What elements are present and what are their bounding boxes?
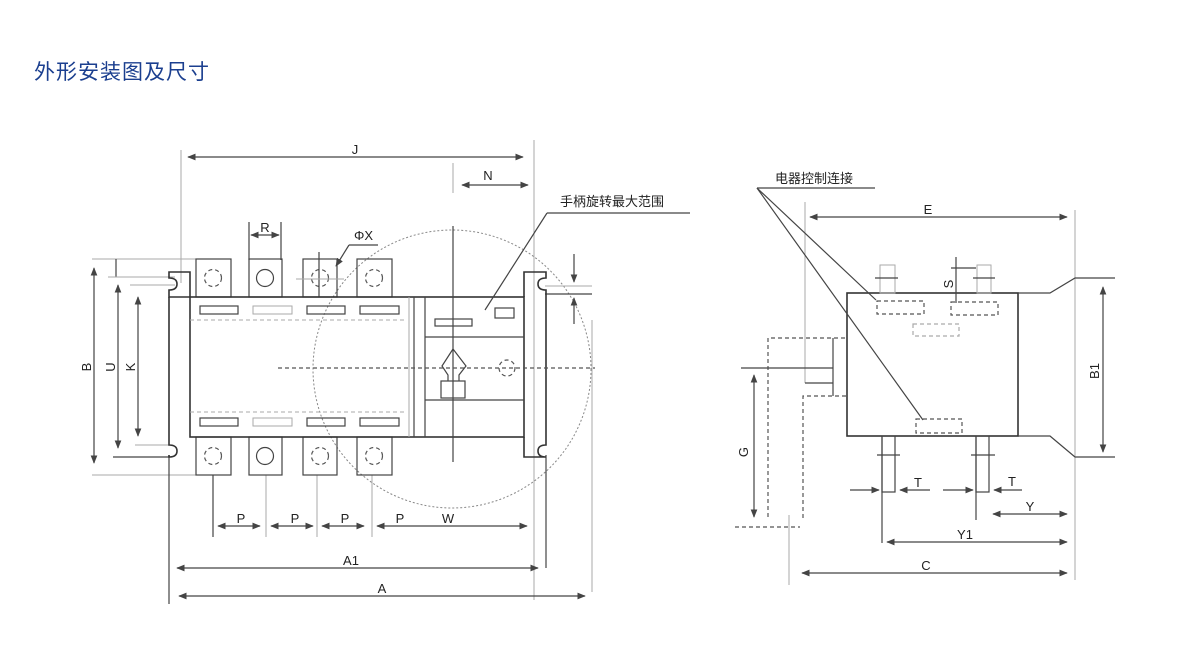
dim-label-p: P [237,511,246,526]
switch-body-part [199,305,239,315]
side-body-part [1018,435,1115,458]
page-title: 外形安装图及尺寸 [34,60,210,84]
dim-label-phi-x: ΦX [354,228,373,243]
dim-label-g: G [736,447,751,457]
top-terminals-part [356,258,393,298]
dim-label-y1: Y1 [957,527,973,542]
dim-label-j: J [352,142,359,157]
dim-label-r: R [260,220,269,235]
side-studs-part [881,435,896,493]
side-body-part [950,301,999,316]
bottom-terminals-part [310,446,330,466]
dim-label-p: P [291,511,300,526]
dim-label-w: W [442,511,455,526]
switch-body-part [168,271,191,298]
side-studs-part [975,435,990,493]
dim-label-c: C [921,558,930,573]
switch-body-part [494,307,515,319]
dim-label-a: A [378,581,387,596]
side-studs-part [879,264,896,294]
dim-label-p: P [341,511,350,526]
operating-handle-part [441,348,467,381]
side-dimension-lines-part [756,187,924,421]
top-terminals [195,252,393,298]
top-terminals-part [248,258,283,298]
bottom-terminals-part [248,436,283,476]
switch-body-part [306,305,346,315]
side-view: 电器控制连接 E S B1 G T T Y Y1 C [735,171,1115,585]
switch-body-part [252,305,293,315]
dim-label-t: T [914,475,922,490]
switch-body-part [359,305,400,315]
side-body-part [846,292,1019,437]
switch-body-part [523,271,547,458]
dim-label-k: K [123,362,138,371]
bottom-terminals-part [203,446,223,466]
switch-body-part [359,417,400,427]
side-dimension-lines-part [756,187,877,301]
dim-label-a1: A1 [343,553,359,568]
bottom-terminals-part [195,436,232,476]
dimension-lines-part [484,212,548,311]
dimension-lines [90,153,690,600]
handle-rotation-range-circle [312,229,592,509]
side-body-part [912,323,960,337]
side-body-part [767,337,846,517]
switch-body-part [306,417,346,427]
bottom-terminals-part [364,446,384,466]
control-connection-note: 电器控制连接 [775,171,853,187]
extension-lines [92,140,593,604]
dim-label-s: S [941,279,956,288]
top-terminals-part [364,268,384,288]
operating-handle [278,226,595,462]
top-terminals-part [195,258,232,298]
top-terminals-part [302,258,338,298]
side-dimension-lines [750,187,1107,577]
dim-label-t: T [1008,474,1016,489]
bottom-terminals-part [302,436,338,476]
side-studs [875,257,995,493]
side-body-part [1018,277,1115,294]
top-terminals-part [255,268,275,288]
switch-body [168,271,547,458]
side-studs-part [976,264,992,294]
side-extension-lines [735,202,1076,585]
dim-label-b: B [79,363,94,372]
top-terminals-part [203,268,223,288]
switch-body-part [199,417,239,427]
bottom-terminals-part [356,436,393,476]
side-body [741,277,1115,518]
side-body-part [876,300,925,315]
switch-body-part [168,297,178,458]
handle-rotation-note: 手柄旋转最大范围 [560,195,664,210]
side-body-part [915,418,963,434]
bottom-terminals [195,436,393,476]
dim-label-u: U [103,362,118,371]
switch-body-part [189,296,525,438]
dimension-lines-part [335,244,350,267]
top-terminals-part [310,268,330,288]
dim-label-y: Y [1026,499,1035,514]
front-view: J N R ΦX B U K P P P P W A1 A 手柄旋转最大范围 [79,140,690,604]
dim-label-e: E [924,202,933,217]
dim-label-p: P [396,511,405,526]
dim-label-b1: B1 [1087,363,1102,379]
side-body-part [802,395,846,518]
bottom-terminals-part [255,446,275,466]
switch-body-part [252,417,293,427]
dim-label-n: N [483,168,492,183]
